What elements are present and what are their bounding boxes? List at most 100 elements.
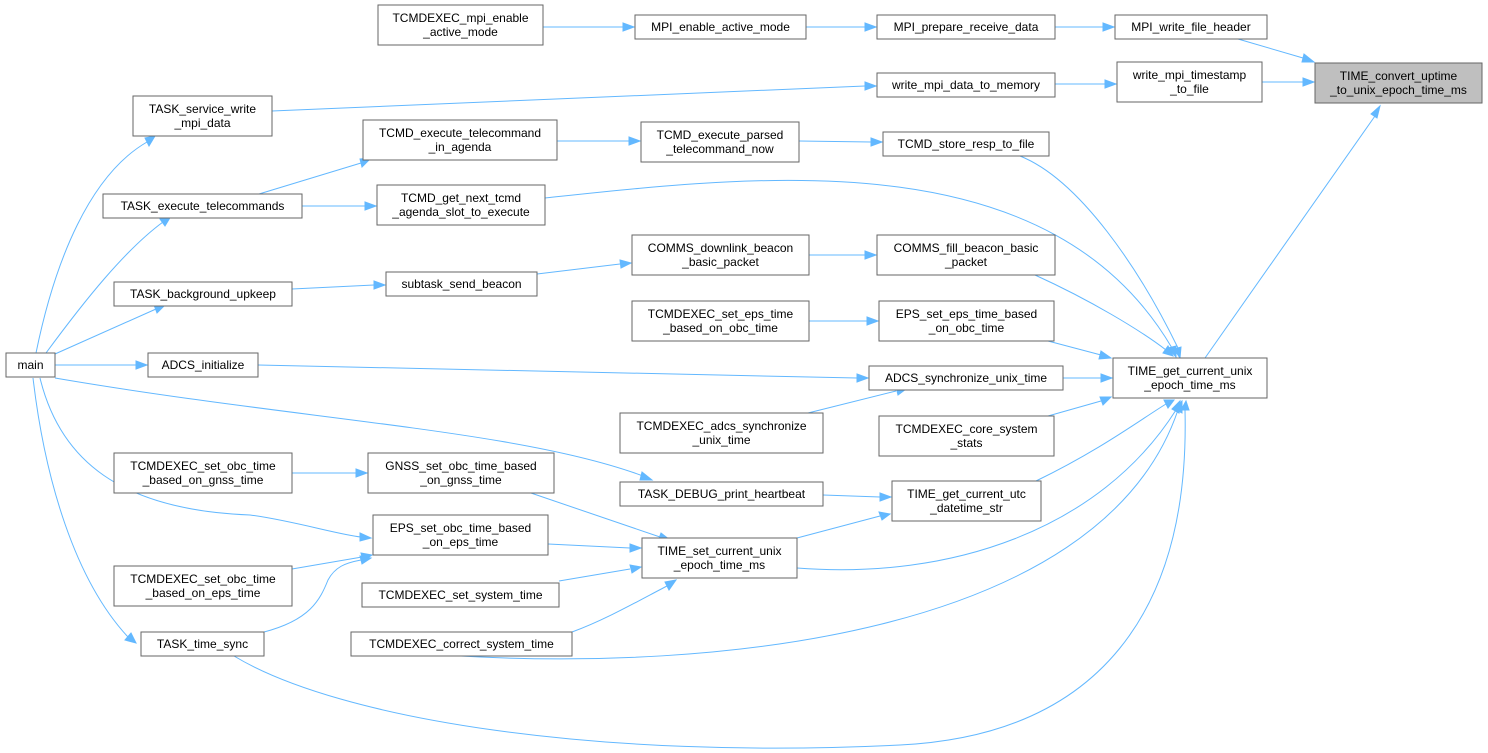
edge-arrowhead xyxy=(359,555,373,565)
edge-arrowhead xyxy=(864,81,878,91)
node-main[interactable]: main xyxy=(5,352,56,378)
edge-utc-str-28 xyxy=(1035,399,1175,482)
node-box xyxy=(868,365,1064,391)
edge-arrowhead xyxy=(866,316,880,326)
node-tc-eps-obc[interactable]: TCMDEXEC_set_obc_time_based_on_eps_time xyxy=(113,565,293,607)
edge-get-unix-15 xyxy=(544,179,1177,359)
node-box xyxy=(113,281,293,307)
edge-arrowhead xyxy=(1180,399,1190,411)
node-dl-beacon[interactable]: COMMS_downlink_beacon_basic_packet xyxy=(631,234,810,276)
node-send-beacon[interactable]: subtask_send_beacon xyxy=(385,271,538,297)
node-box xyxy=(147,352,259,378)
edge-line xyxy=(291,556,363,570)
node-utc-str[interactable]: TIME_get_current_utc_datetime_str xyxy=(891,480,1042,522)
node-set-unix[interactable]: TIME_set_current_unix_epoch_time_ms xyxy=(641,537,798,579)
node-box xyxy=(631,234,810,276)
edge-bg-upkeep-19 xyxy=(291,280,387,290)
edge-arrowhead xyxy=(1301,53,1316,63)
node-eps-obc[interactable]: EPS_set_obc_time_based_on_eps_time xyxy=(372,514,549,556)
node-mpi-act[interactable]: MPI_enable_active_mode xyxy=(634,14,807,40)
node-mpi-hdr[interactable]: MPI_write_file_header xyxy=(1114,14,1268,40)
edge-set-unix-31 xyxy=(796,511,892,539)
edge-line xyxy=(1035,403,1167,482)
node-tc-eps-set[interactable]: TCMDEXEC_set_eps_time_based_on_obc_time xyxy=(631,300,810,342)
node-label: EPS_set_eps_time_based xyxy=(896,307,1037,321)
node-label: TCMDEXEC_correct_system_time xyxy=(369,637,554,651)
node-label: TCMD_execute_parsed xyxy=(657,128,784,142)
edge-arrowhead xyxy=(629,543,643,553)
node-label: TCMDEXEC_set_eps_time xyxy=(648,307,794,321)
node-box xyxy=(1114,14,1268,40)
node-mpi-mem[interactable]: write_mpi_data_to_memory xyxy=(876,72,1056,98)
node-box xyxy=(634,14,807,40)
node-root[interactable]: TIME_convert_uptime_to_unix_epoch_time_m… xyxy=(1314,62,1483,104)
node-bg-upkeep[interactable]: TASK_background_upkeep xyxy=(113,281,293,307)
node-exec-agenda[interactable]: TCMD_execute_telecommand_in_agenda xyxy=(362,119,558,161)
edge-adcs-sync-23 xyxy=(1063,373,1114,383)
node-box xyxy=(891,480,1042,522)
edge-arrowhead xyxy=(1100,373,1114,383)
edge-tc-eps-obc-37 xyxy=(291,552,374,570)
node-tc-gnss[interactable]: TCMDEXEC_set_obc_time_based_on_gnss_time xyxy=(113,452,293,494)
edge-arrowhead xyxy=(1370,104,1381,119)
node-box xyxy=(113,565,293,607)
node-box xyxy=(640,121,800,163)
node-adcs-init[interactable]: ADCS_initialize xyxy=(147,352,259,378)
edge-tc-gnss-33 xyxy=(292,468,369,478)
node-get-unix[interactable]: TIME_get_current_unix_epoch_time_ms xyxy=(1112,357,1268,399)
node-task-exec[interactable]: TASK_execute_telecommands xyxy=(102,193,303,219)
node-label: TCMDEXEC_core_system xyxy=(895,422,1037,436)
node-box xyxy=(350,631,573,657)
node-tc-sys[interactable]: TCMDEXEC_set_system_time xyxy=(361,582,560,608)
edge-line xyxy=(32,377,129,638)
edge-arrowhead xyxy=(1162,345,1174,357)
node-fill-beacon[interactable]: COMMS_fill_beacon_basic_packet xyxy=(876,234,1056,276)
node-exec-parsed[interactable]: TCMD_execute_parsed_telecommand_now xyxy=(640,121,800,163)
node-tc-core[interactable]: TCMDEXEC_core_system_stats xyxy=(878,415,1055,457)
node-box xyxy=(619,481,824,507)
node-label: ADCS_initialize xyxy=(162,358,245,372)
node-label: GNSS_set_obc_time_based xyxy=(385,459,536,473)
edge-store-resp-13 xyxy=(798,137,884,147)
edge-arrowhead xyxy=(856,373,870,383)
node-box xyxy=(113,452,293,494)
edge-line xyxy=(536,263,621,275)
node-mpi-prep[interactable]: MPI_prepare_receive_data xyxy=(876,14,1056,40)
node-box xyxy=(385,271,538,297)
node-gnss-set[interactable]: GNSS_set_obc_time_based_on_gnss_time xyxy=(367,452,555,494)
edge-line xyxy=(258,162,362,195)
edge-arrowhead xyxy=(639,471,654,481)
edge-arrowhead xyxy=(1102,22,1116,32)
edge-arrowhead xyxy=(870,137,884,147)
node-next-tcmd[interactable]: TCMD_get_next_tcmd_agenda_slot_to_execut… xyxy=(376,184,546,226)
edge-arrowhead xyxy=(629,564,643,574)
node-tc-correct[interactable]: TCMDEXEC_correct_system_time xyxy=(350,631,573,657)
node-box xyxy=(876,234,1056,276)
node-mpi-ts[interactable]: write_mpi_timestamp_to_file xyxy=(1116,61,1263,103)
node-box xyxy=(367,452,555,494)
edge-mpi-ts-1 xyxy=(1262,77,1316,87)
edge-send-beacon-18 xyxy=(536,259,633,275)
node-adcs-sync[interactable]: ADCS_synchronize_unix_time xyxy=(868,365,1064,391)
edge-mpi-hdr-0 xyxy=(1237,38,1316,63)
node-label: COMMS_downlink_beacon xyxy=(648,241,793,255)
node-eps-set[interactable]: EPS_set_eps_time_based_on_obc_time xyxy=(878,300,1055,342)
edge-arrowhead xyxy=(1302,77,1316,87)
edge-line xyxy=(558,568,631,582)
edge-eps-obc-35 xyxy=(547,543,643,553)
edge-dl-beacon-17 xyxy=(809,250,878,260)
node-heartbeat[interactable]: TASK_DEBUG_print_heartbeat xyxy=(619,481,824,507)
edge-heartbeat-29 xyxy=(822,492,893,502)
graph-nodes: TIME_convert_uptime_to_unix_epoch_time_m… xyxy=(5,4,1483,657)
node-label: TIME_get_current_unix xyxy=(1128,364,1253,378)
node-box xyxy=(641,537,798,579)
node-tc-adcs[interactable]: TCMDEXEC_adcs_synchronize_unix_time xyxy=(619,412,824,454)
node-box xyxy=(140,631,265,657)
node-tc-mpi[interactable]: TCMDEXEC_mpi_enable_active_mode xyxy=(377,4,544,46)
node-time-sync[interactable]: TASK_time_sync xyxy=(140,631,265,657)
node-label: _datetime_str xyxy=(929,501,1003,515)
node-store-resp[interactable]: TCMD_store_resp_to_file xyxy=(882,131,1050,157)
edge-line xyxy=(45,221,164,354)
node-task-mpi[interactable]: TASK_service_write_mpi_data xyxy=(132,95,273,137)
node-label: MPI_write_file_header xyxy=(1131,20,1250,34)
